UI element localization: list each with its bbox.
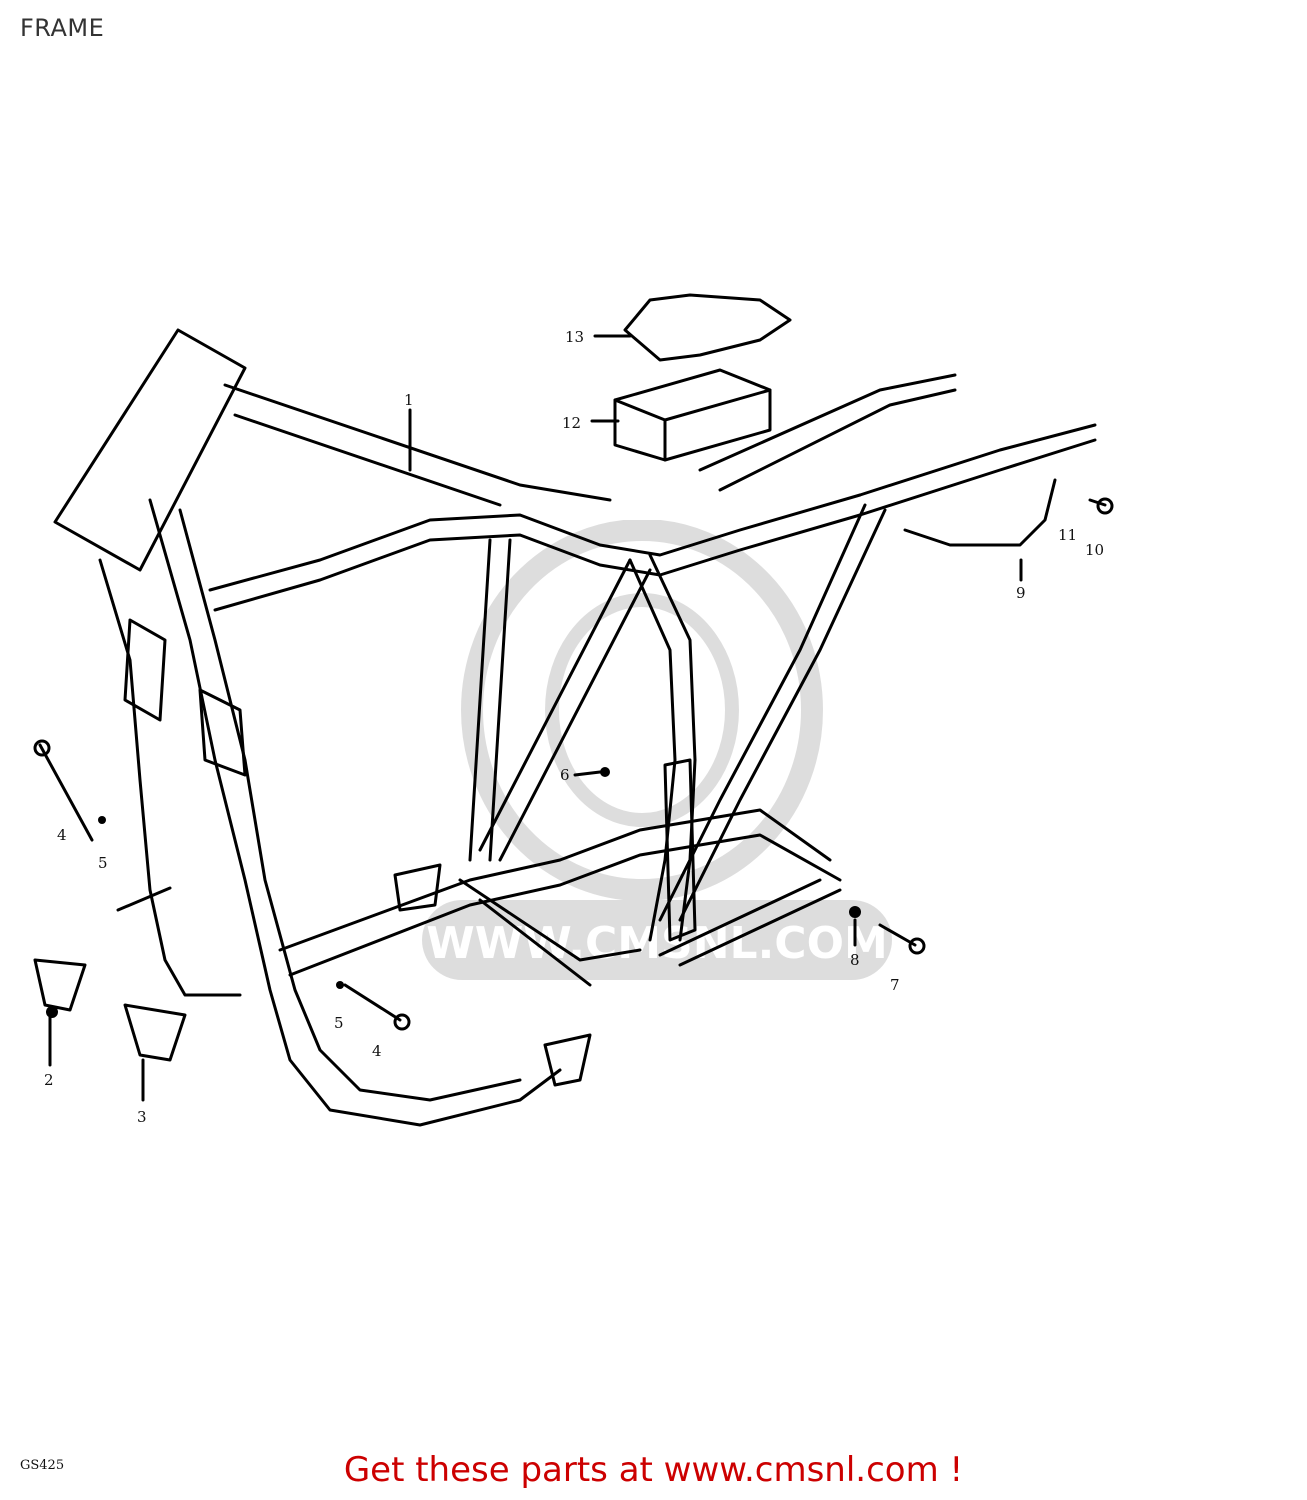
callout-4: 4 [57,826,67,844]
callout-8: 8 [850,951,860,969]
callout-13: 13 [565,328,584,346]
callout-6: 6 [560,766,570,784]
watermark-text: WWW.CMSNL.COM [426,918,888,969]
callout-5b: 5 [334,1014,344,1032]
callout-5: 5 [98,854,108,872]
callout-7: 7 [890,976,900,994]
engine-mount-plate-2 [33,958,87,1012]
seat-rail-upper [698,373,957,492]
tool-case [623,293,792,362]
callout-11: 11 [1058,526,1077,544]
rear-strut [658,503,887,922]
bolt-4-left [38,743,94,842]
bolt-7 [878,923,917,947]
drawing-code: GS425 [20,1458,65,1473]
seat-rail-lower [858,423,1097,517]
front-downtube-left [98,558,242,997]
callout-9: 9 [1016,584,1026,602]
callout-3: 3 [137,1108,147,1126]
engine-mount-plate-3 [123,1003,187,1062]
lower-cradle [278,808,832,952]
cross-brace [478,558,652,862]
cmsnl-link[interactable]: Get these parts at www.cmsnl.com ! [343,1450,964,1490]
front-downtube-right [148,498,562,1127]
steering-head-tube [53,328,247,572]
battery-box [613,368,772,462]
callout-2: 2 [44,1071,54,1089]
grab-bar [903,478,1057,547]
callout-12: 12 [562,414,581,432]
main-top-tube [223,383,612,507]
callout-10: 10 [1085,541,1104,559]
bolt-4-lower [343,983,402,1022]
upper-cross-tube [208,493,862,592]
rear-down-tube [648,553,697,942]
page-title: FRAME [20,14,105,42]
callout-4b: 4 [372,1042,382,1060]
callout-1: 1 [404,391,414,409]
